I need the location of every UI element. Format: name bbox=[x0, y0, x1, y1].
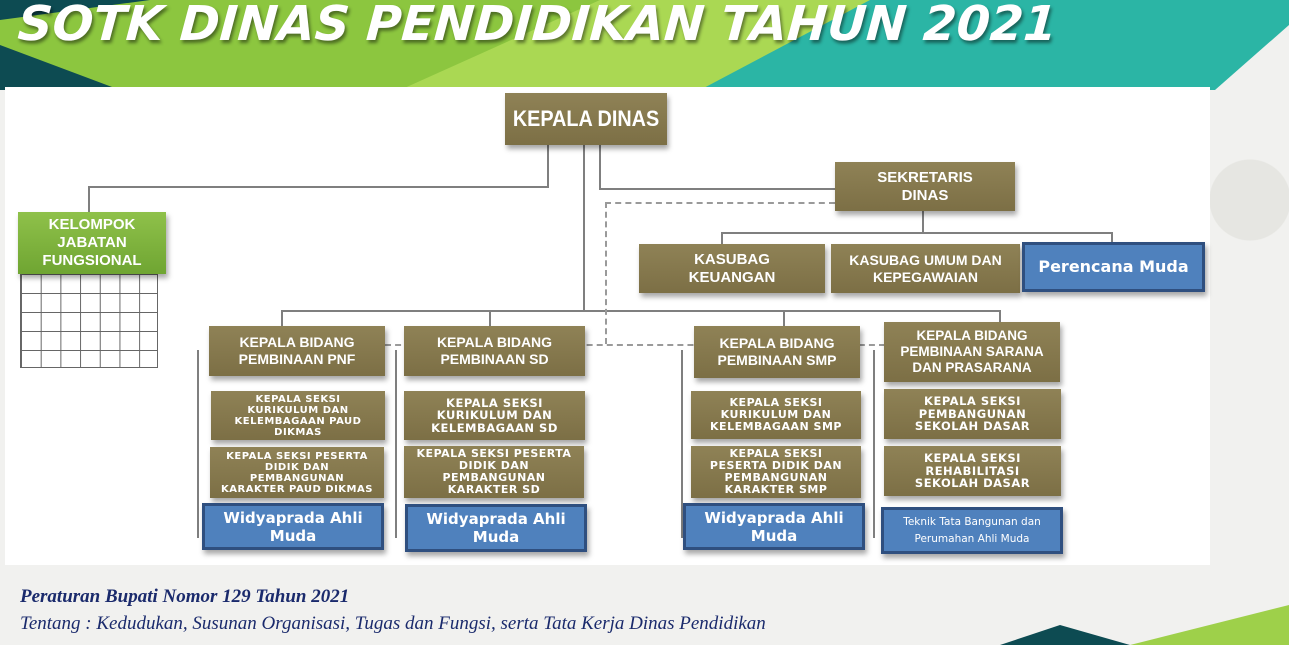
regulation-subject: Tentang : Kedudukan, Susunan Organisasi,… bbox=[20, 613, 766, 634]
head-label: KEPALA DINAS bbox=[512, 105, 660, 131]
division-box-smp[interactable]: KEPALA BIDANG PEMBINAAN SMP bbox=[694, 326, 860, 378]
division-label: KEPALA BIDANG PEMBINAAN SD bbox=[436, 334, 553, 367]
functional-box[interactable]: Teknik Tata Bangunan dan Perumahan Ahli … bbox=[881, 507, 1063, 554]
section-label: KEPALA SEKSI KURIKULUM DAN KELEMBAGAAN P… bbox=[234, 393, 362, 438]
connector bbox=[599, 188, 835, 190]
division-box-pnf[interactable]: KEPALA BIDANG PEMBINAAN PNF bbox=[209, 326, 385, 376]
functional-box[interactable]: Widyaprada Ahli Muda bbox=[405, 504, 587, 552]
connector bbox=[681, 350, 683, 538]
connector bbox=[783, 310, 785, 327]
functional-box[interactable]: Widyaprada Ahli Muda bbox=[683, 503, 865, 550]
functional-label: Teknik Tata Bangunan dan Perumahan Ahli … bbox=[903, 515, 1041, 545]
functional-group-label: KELOMPOK JABATAN FUNGSIONAL bbox=[42, 216, 142, 269]
section-box[interactable]: KEPALA SEKSI KURIKULUM DAN KELEMBAGAAN S… bbox=[404, 391, 585, 440]
connector bbox=[489, 310, 491, 327]
section-box[interactable]: KEPALA SEKSI REHABILITASI SEKOLAH DASAR bbox=[884, 446, 1061, 496]
division-box-sd[interactable]: KEPALA BIDANG PEMBINAAN SD bbox=[404, 326, 585, 376]
connector bbox=[281, 310, 283, 327]
regulation-title: Peraturan Bupati Nomor 129 Tahun 2021 bbox=[20, 586, 350, 607]
dashed-connector bbox=[385, 344, 885, 346]
connector bbox=[1111, 232, 1113, 244]
section-box[interactable]: KEPALA SEKSI KURIKULUM DAN KELEMBAGAAN P… bbox=[211, 391, 385, 440]
dashed-connector bbox=[605, 202, 835, 204]
sub-unit-finance[interactable]: KASUBAG KEUANGAN bbox=[639, 244, 825, 293]
connector bbox=[88, 186, 549, 188]
section-box[interactable]: KEPALA SEKSI PESERTA DIDIK DAN PEMBANGUN… bbox=[691, 446, 861, 498]
division-box-sarpras[interactable]: KEPALA BIDANG PEMBINAAN SARANA DAN PRASA… bbox=[884, 322, 1060, 382]
connector bbox=[873, 350, 875, 538]
division-label: KEPALA BIDANG PEMBINAAN PNF bbox=[238, 334, 356, 367]
connector bbox=[395, 350, 397, 538]
section-label: KEPALA SEKSI KURIKULUM DAN KELEMBAGAAN S… bbox=[431, 395, 558, 435]
section-label: KEPALA SEKSI PESERTA DIDIK DAN PEMBANGUN… bbox=[221, 450, 373, 495]
section-label: KEPALA SEKSI PESERTA DIDIK DAN PEMBANGUN… bbox=[416, 446, 572, 497]
section-label: KEPALA SEKSI REHABILITASI SEKOLAH DASAR bbox=[914, 451, 1031, 491]
footer-decoration bbox=[1000, 605, 1289, 645]
sub-unit-general[interactable]: KASUBAG UMUM DAN KEPEGAWAIAN bbox=[831, 244, 1020, 293]
page-title: SOTK DINAS PENDIDIKAN TAHUN 2021 bbox=[16, 0, 1059, 52]
division-label: KEPALA BIDANG PEMBINAAN SARANA DAN PRASA… bbox=[900, 327, 1044, 376]
section-label: KEPALA SEKSI KURIKULUM DAN KELEMBAGAAN S… bbox=[710, 395, 842, 434]
connector bbox=[922, 210, 924, 232]
sub-unit-label: Perencana Muda bbox=[1038, 257, 1189, 277]
connector bbox=[547, 145, 549, 187]
functional-label: Widyaprada Ahli Muda bbox=[704, 508, 844, 545]
head-box[interactable]: KEPALA DINAS bbox=[505, 93, 667, 145]
sub-unit-label: KASUBAG UMUM DAN KEPEGAWAIAN bbox=[849, 251, 1002, 285]
section-box[interactable]: KEPALA SEKSI KURIKULUM DAN KELEMBAGAAN S… bbox=[691, 391, 861, 439]
functional-box[interactable]: Widyaprada Ahli Muda bbox=[202, 503, 384, 550]
functional-group-box[interactable]: KELOMPOK JABATAN FUNGSIONAL bbox=[18, 212, 166, 274]
functional-grid bbox=[20, 273, 158, 368]
sub-unit-planner[interactable]: Perencana Muda bbox=[1022, 242, 1205, 292]
section-box[interactable]: KEPALA SEKSI PEMBANGUNAN SEKOLAH DASAR bbox=[884, 389, 1061, 439]
section-label: KEPALA SEKSI PESERTA DIDIK DAN PEMBANGUN… bbox=[709, 446, 843, 497]
secretary-label: SEKRETARIS DINAS bbox=[877, 168, 973, 204]
connector bbox=[281, 310, 1001, 312]
section-box[interactable]: KEPALA SEKSI PESERTA DIDIK DAN PEMBANGUN… bbox=[210, 447, 384, 498]
dashed-connector bbox=[605, 202, 607, 344]
header-band: SOTK DINAS PENDIDIKAN TAHUN 2021 bbox=[0, 0, 1289, 90]
division-label: KEPALA BIDANG PEMBINAAN SMP bbox=[717, 335, 837, 368]
connector bbox=[599, 145, 601, 189]
section-label: KEPALA SEKSI PEMBANGUNAN SEKOLAH DASAR bbox=[914, 394, 1031, 434]
connector bbox=[88, 186, 90, 212]
connector bbox=[197, 350, 199, 538]
connector bbox=[583, 145, 585, 310]
connector bbox=[721, 232, 1113, 234]
sub-unit-label: KASUBAG KEUANGAN bbox=[688, 250, 776, 286]
section-box[interactable]: KEPALA SEKSI PESERTA DIDIK DAN PEMBANGUN… bbox=[404, 446, 584, 498]
connector bbox=[721, 232, 723, 244]
functional-label: Widyaprada Ahli Muda bbox=[426, 510, 566, 546]
functional-label: Widyaprada Ahli Muda bbox=[223, 508, 363, 545]
secretary-box[interactable]: SEKRETARIS DINAS bbox=[835, 162, 1015, 211]
connector bbox=[999, 310, 1001, 323]
